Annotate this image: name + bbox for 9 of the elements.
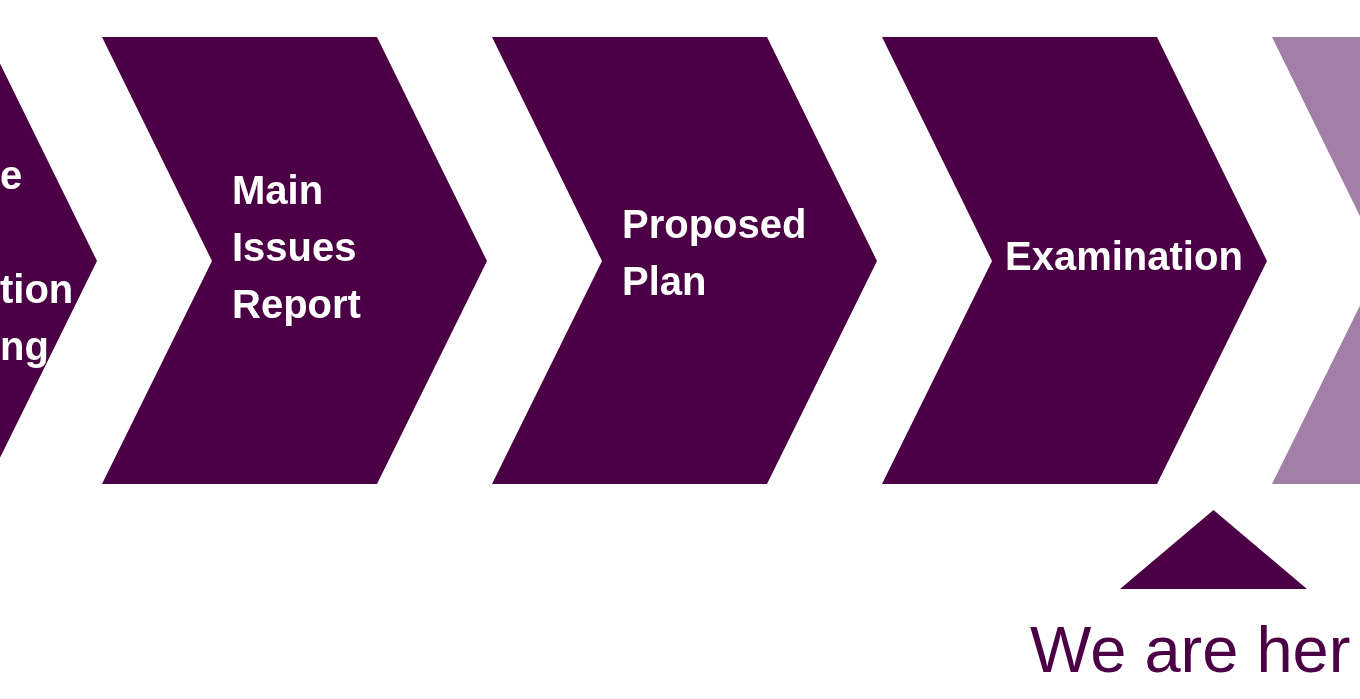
location-note: We are her <box>1030 617 1351 682</box>
chevron-step <box>1272 37 1360 484</box>
chevron-step <box>492 37 877 484</box>
step-label: Main Issues Report <box>232 167 361 328</box>
step-label: Proposed Plan <box>622 200 807 305</box>
chevron-step <box>102 37 487 484</box>
step-label: e tion ng <box>0 151 74 370</box>
chevron-step <box>882 37 1267 484</box>
step-label: Examination <box>1005 233 1243 280</box>
